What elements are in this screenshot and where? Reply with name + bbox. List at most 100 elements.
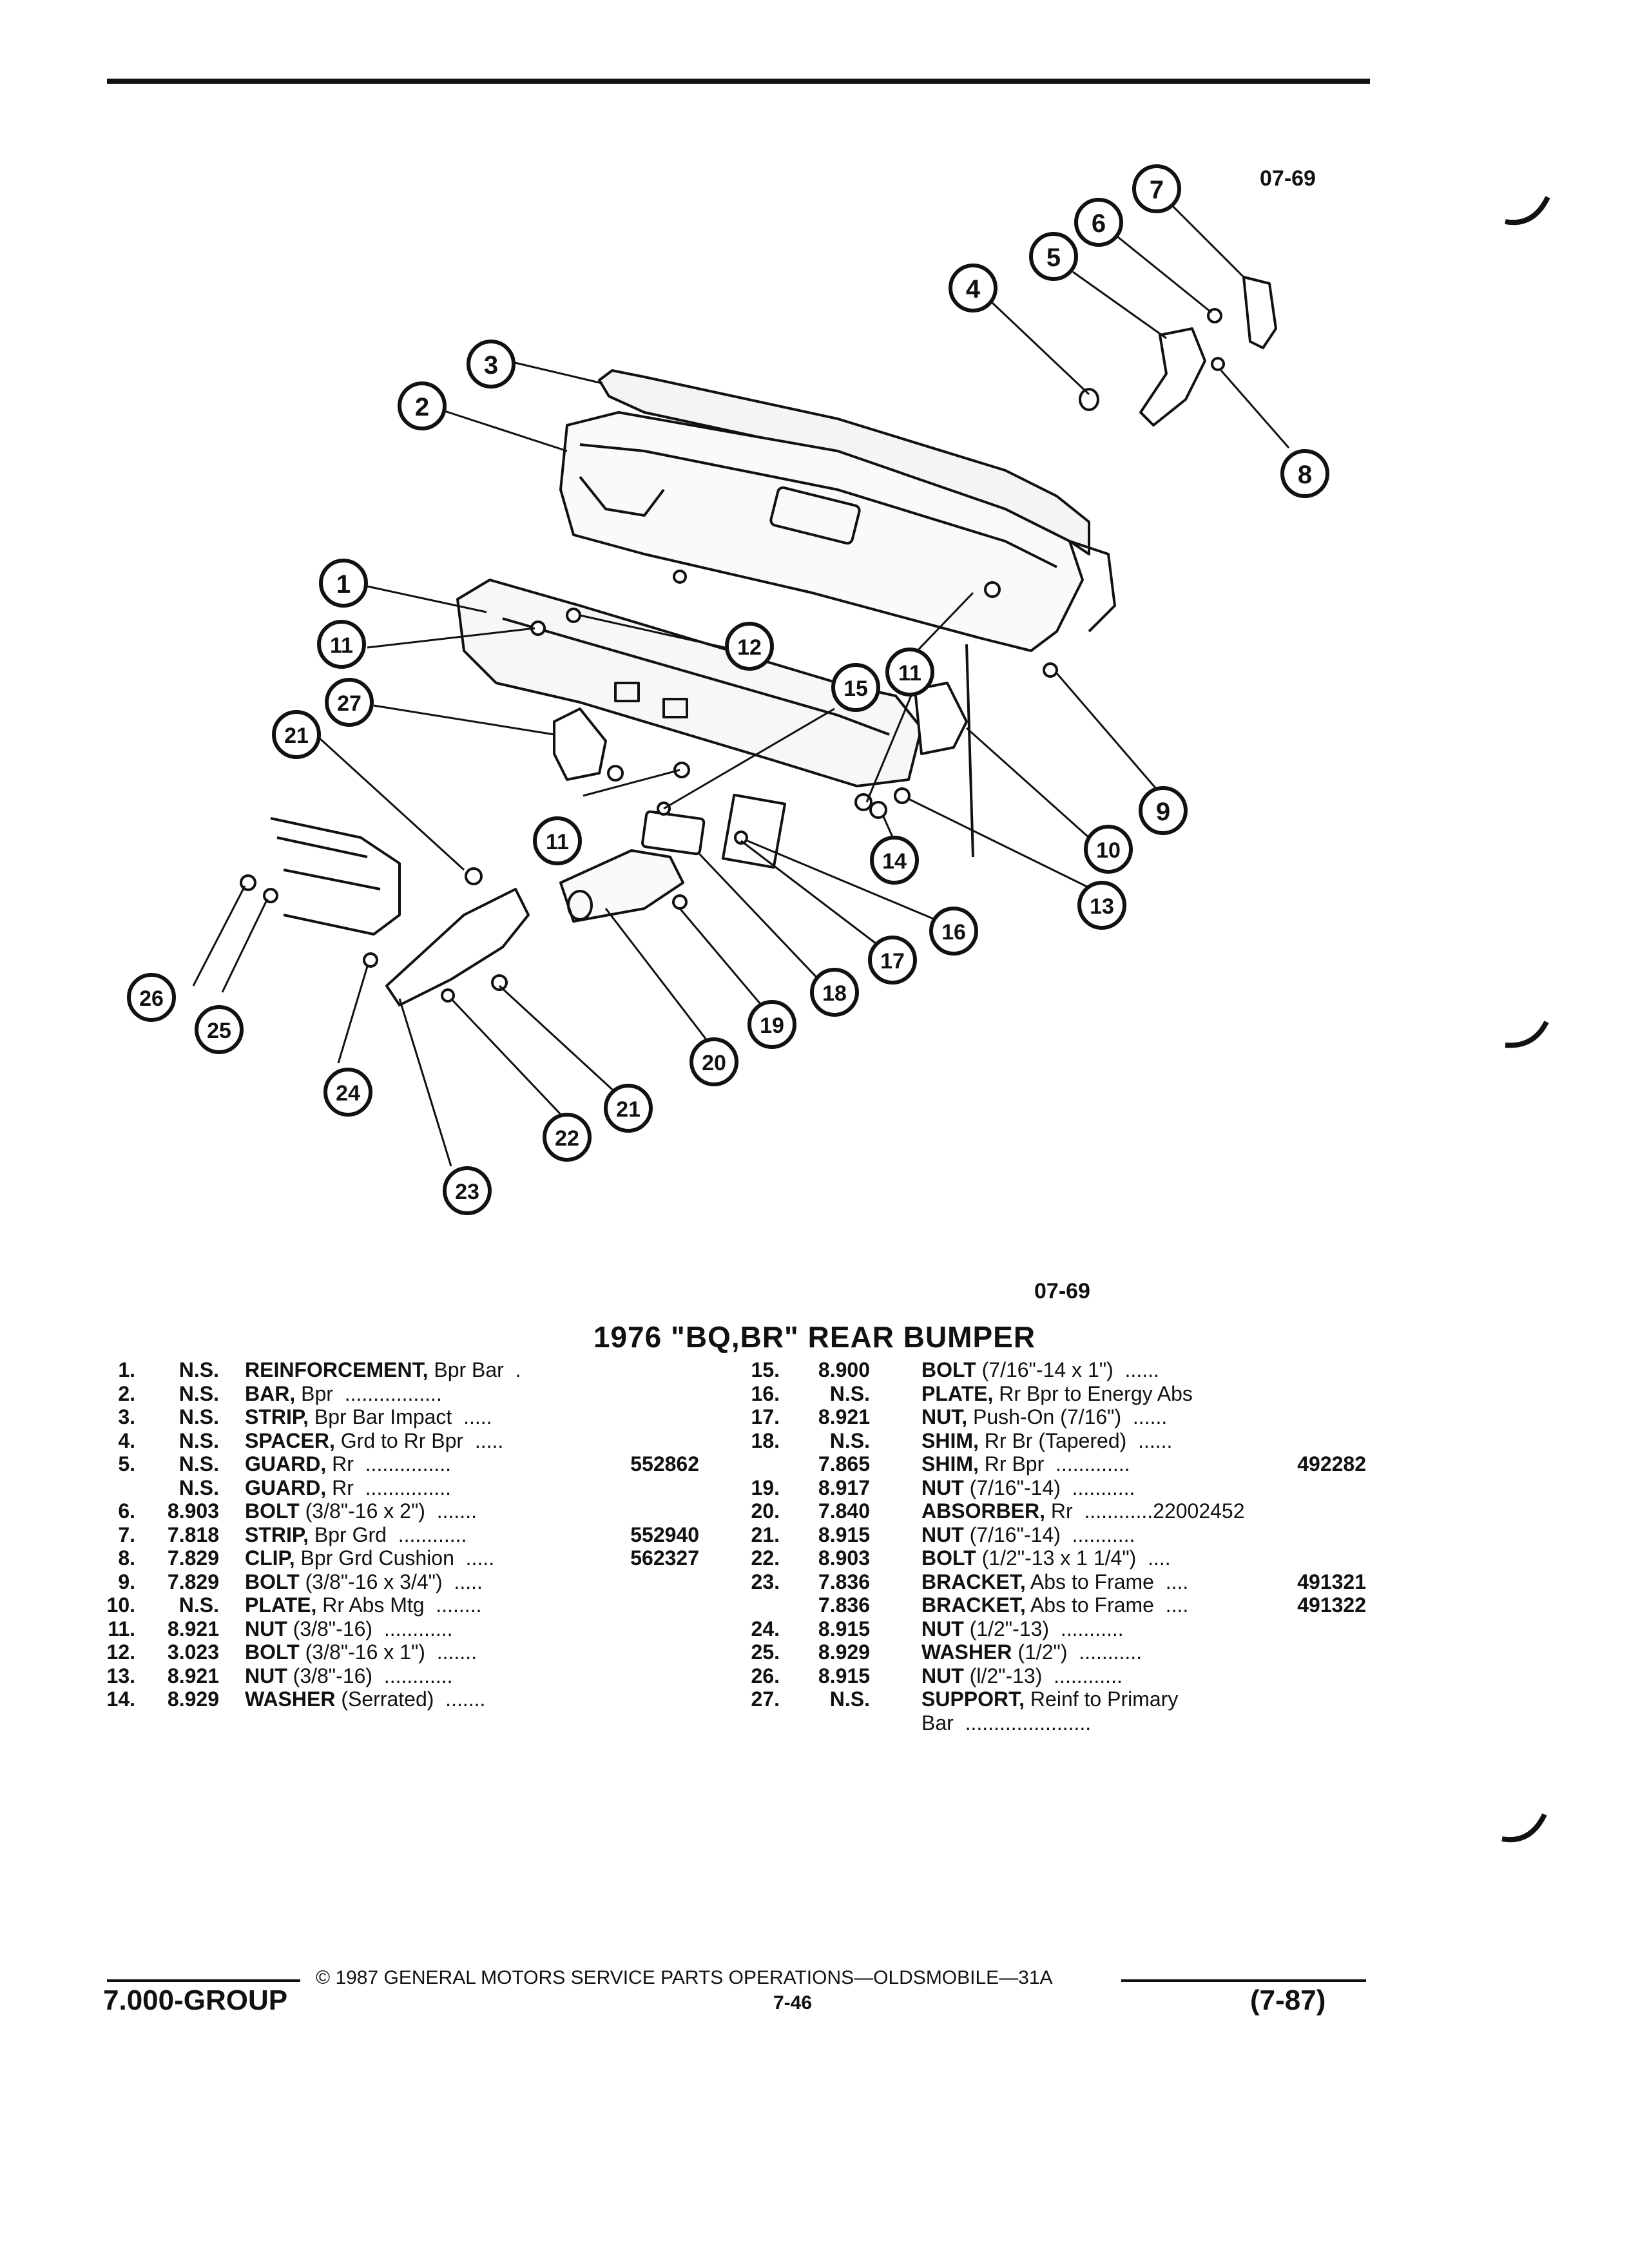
group-number: 7.829 bbox=[167, 1570, 219, 1593]
part-detail: Abs to Frame .... bbox=[1025, 1570, 1189, 1593]
parts-row: 16.N.S.PLATE, Rr Bpr to Energy Abs bbox=[744, 1382, 1369, 1406]
figure-code-top: 07-69 bbox=[1260, 166, 1316, 191]
page-title: 1976 "BQ,BR" REAR BUMPER bbox=[593, 1320, 1036, 1354]
group-number: N.S. bbox=[178, 1475, 219, 1499]
group-number: N.S. bbox=[829, 1381, 870, 1405]
part-name: CLIP, bbox=[245, 1546, 295, 1570]
group-number: 8.921 bbox=[167, 1617, 219, 1640]
footer-rule-right bbox=[1121, 1979, 1366, 1982]
part-detail: (l/2"-13) ............ bbox=[963, 1664, 1123, 1687]
part-detail: (3/8"-16) ............ bbox=[287, 1664, 453, 1687]
svg-text:14: 14 bbox=[882, 849, 907, 874]
svg-text:15: 15 bbox=[843, 677, 868, 701]
group-number: 8.929 bbox=[818, 1640, 870, 1664]
item-number: 6. bbox=[118, 1499, 135, 1523]
part-description: GUARD, Rr ............... bbox=[245, 1476, 451, 1500]
part-number: 491322 bbox=[1297, 1593, 1366, 1617]
part-number: 552862 bbox=[630, 1452, 699, 1475]
item-number: 7. bbox=[118, 1523, 135, 1546]
item-number: 17. bbox=[751, 1405, 780, 1428]
footer-page-number: 7-46 bbox=[773, 1992, 813, 2013]
part-description: PLATE, Rr Bpr to Energy Abs bbox=[921, 1382, 1193, 1406]
part-description: BAR, Bpr ................. bbox=[245, 1382, 442, 1406]
callout-22: 22 bbox=[543, 1113, 592, 1162]
callout-3: 3 bbox=[467, 340, 516, 389]
part-detail: (7/16"-14) ........... bbox=[963, 1475, 1135, 1499]
callout-10: 10 bbox=[1084, 825, 1133, 874]
svg-text:13: 13 bbox=[1090, 894, 1114, 919]
part-detail: (3/8"-16 x 1") ....... bbox=[299, 1640, 477, 1664]
part-name: GUARD, bbox=[245, 1475, 327, 1499]
part-name: NUT bbox=[921, 1617, 964, 1640]
part-name: SHIM, bbox=[921, 1428, 979, 1452]
part-description: SHIM, Rr Br (Tapered) ...... bbox=[921, 1429, 1172, 1453]
footer-copyright: © 1987 GENERAL MOTORS SERVICE PARTS OPER… bbox=[316, 1967, 1053, 1988]
callout-24: 24 bbox=[323, 1068, 372, 1117]
part-detail: (Serrated) ....... bbox=[335, 1687, 486, 1711]
energy-absorber-shape bbox=[559, 849, 684, 923]
group-number: 3.023 bbox=[167, 1640, 219, 1664]
part-number: 492282 bbox=[1297, 1452, 1366, 1475]
svg-text:8: 8 bbox=[1298, 461, 1312, 489]
svg-text:3: 3 bbox=[484, 351, 498, 380]
group-number: 8.921 bbox=[167, 1664, 219, 1687]
item-number: 27. bbox=[751, 1687, 780, 1711]
part-detail: Bpr Grd ............ bbox=[309, 1523, 467, 1546]
parts-row: 10.N.S.PLATE, Rr Abs Mtg ........ bbox=[97, 1593, 702, 1617]
callout-27: 27 bbox=[325, 678, 374, 727]
part-name: SPACER, bbox=[245, 1428, 335, 1452]
item-number: 15. bbox=[751, 1358, 780, 1381]
part-name: STRIP, bbox=[245, 1405, 309, 1428]
part-name: NUT, bbox=[921, 1405, 968, 1428]
svg-text:22: 22 bbox=[555, 1126, 579, 1151]
binding-mark-3 bbox=[1501, 1813, 1547, 1843]
svg-text:10: 10 bbox=[1096, 838, 1121, 863]
group-number: 7.836 bbox=[818, 1593, 870, 1617]
part-detail: (7/16"-14 x 1") ...... bbox=[976, 1358, 1159, 1381]
svg-text:20: 20 bbox=[702, 1051, 726, 1075]
group-number: 8.929 bbox=[167, 1687, 219, 1711]
part-description: BOLT (3/8"-16 x 1") ....... bbox=[245, 1640, 477, 1664]
svg-text:23: 23 bbox=[455, 1180, 479, 1204]
svg-text:5: 5 bbox=[1046, 244, 1061, 272]
part-name: BOLT bbox=[921, 1546, 976, 1570]
svg-text:12: 12 bbox=[737, 635, 762, 660]
svg-text:21: 21 bbox=[616, 1097, 641, 1122]
guard-shape bbox=[1139, 327, 1206, 427]
part-description: Bar ...................... bbox=[921, 1711, 1091, 1735]
part-description: WASHER (1/2") ........... bbox=[921, 1640, 1142, 1664]
group-number: 7.836 bbox=[818, 1570, 870, 1593]
callout-5: 5 bbox=[1029, 232, 1078, 281]
part-name: WASHER bbox=[921, 1640, 1012, 1664]
parts-row: 5.N.S.GUARD, Rr ...............552862 bbox=[97, 1452, 702, 1476]
part-description: NUT (7/16"-14) ........... bbox=[921, 1523, 1135, 1547]
item-number: 5. bbox=[118, 1452, 135, 1475]
callout-13: 13 bbox=[1077, 881, 1126, 930]
part-detail: Rr ............... bbox=[326, 1452, 452, 1475]
svg-text:16: 16 bbox=[941, 920, 966, 945]
callout-20: 20 bbox=[689, 1037, 738, 1086]
callout-18: 18 bbox=[810, 968, 859, 1017]
part-number: 491321 bbox=[1297, 1570, 1366, 1593]
part-description: SPACER, Grd to Rr Bpr ..... bbox=[245, 1429, 503, 1453]
part-description: NUT (1/2"-13) ........... bbox=[921, 1617, 1124, 1641]
part-detail: (1/2"-13) ........... bbox=[963, 1617, 1124, 1640]
group-number: N.S. bbox=[178, 1428, 219, 1452]
part-detail: (7/16"-14) ........... bbox=[963, 1523, 1135, 1546]
part-description: WASHER (Serrated) ....... bbox=[245, 1687, 485, 1711]
part-detail: Bar ...................... bbox=[921, 1711, 1092, 1735]
callout-15: 15 bbox=[831, 663, 880, 712]
callout-6: 6 bbox=[1074, 198, 1123, 247]
part-name: NUT bbox=[921, 1523, 964, 1546]
part-description: NUT (3/8"-16) ............ bbox=[245, 1664, 453, 1688]
part-detail: Bpr Bar . bbox=[428, 1358, 521, 1381]
parts-row: 3.N.S.STRIP, Bpr Bar Impact ..... bbox=[97, 1405, 702, 1429]
part-detail: Bpr ................. bbox=[295, 1381, 442, 1405]
part-number: 562327 bbox=[630, 1546, 699, 1570]
item-number: 21. bbox=[751, 1523, 780, 1546]
